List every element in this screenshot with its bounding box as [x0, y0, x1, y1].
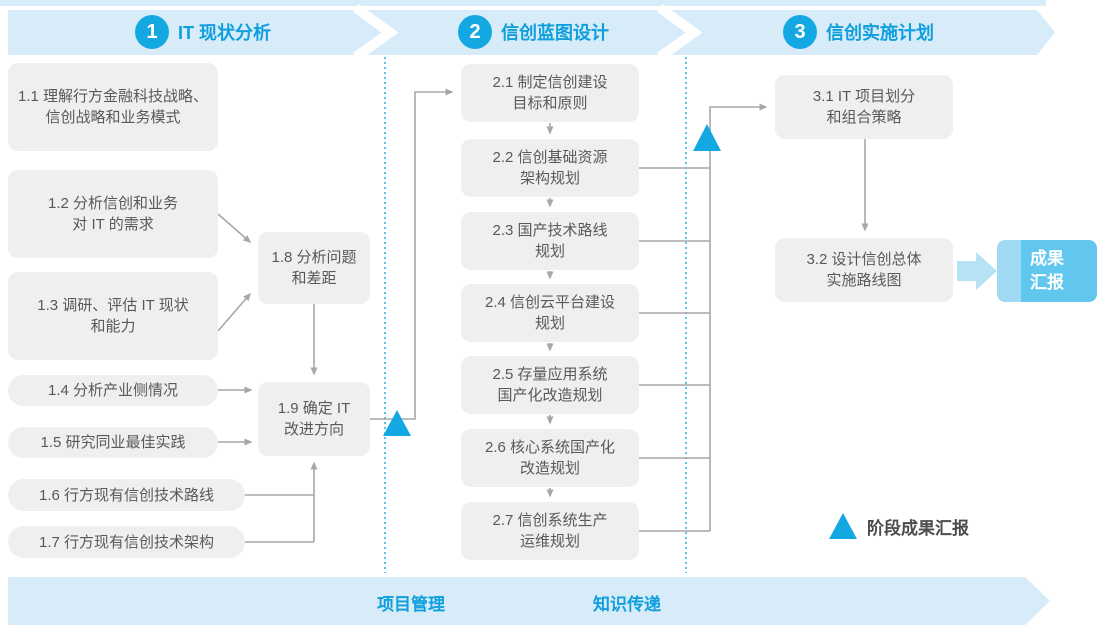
- step-text: 1.4 分析产业侧情况: [47, 382, 179, 399]
- step-box-2-1: 2.1 制定信创建设 目标和原则: [461, 64, 639, 122]
- step-box-1-6: 1.6 行方现有信创技术路线: [8, 479, 245, 511]
- step-text: 3.2 设计信创总体: [806, 251, 922, 268]
- phase-band: [8, 10, 1055, 55]
- step-box-3-2: 3.2 设计信创总体 实施路线图: [775, 238, 953, 302]
- step-box-1-5: 1.5 研究同业最佳实践: [8, 427, 218, 458]
- phase-number-badge-2: 2: [458, 15, 492, 49]
- phase-header-1: 1 IT 现状分析: [135, 15, 271, 49]
- footer-band: 项目管理 知识传递: [8, 577, 1050, 625]
- band-chevron-1: [353, 3, 399, 62]
- phase-header-3: 3 信创实施计划: [783, 15, 934, 49]
- step-text: 改进方向: [283, 421, 344, 438]
- step-box-1-9: 1.9 确定 IT 改进方向: [258, 382, 370, 456]
- step-box-1-8: 1.8 分析问题 和差距: [258, 232, 370, 304]
- step-text: 规划: [534, 243, 565, 260]
- phase-title-1: IT 现状分析: [178, 23, 271, 43]
- step-text: 实施路线图: [826, 272, 902, 289]
- legend-triangle-icon: [829, 513, 857, 539]
- step-text: 2.6 核心系统国产化: [484, 439, 616, 456]
- step-text: 3.1 IT 项目划分: [812, 88, 916, 105]
- step-box-1-2: 1.2 分析信创和业务 对 IT 的需求: [8, 170, 218, 258]
- footer-label-knowledge-transfer: 知识传递: [593, 595, 661, 614]
- result-text: 汇报: [1030, 273, 1064, 292]
- milestone-triangle-phase3: [693, 124, 721, 151]
- band-chevron-2: [657, 3, 703, 62]
- step-box-2-3: 2.3 国产技术路线 规划: [461, 212, 639, 270]
- result-text: 成果: [1030, 249, 1064, 269]
- phase-header-2: 2 信创蓝图设计: [458, 15, 609, 49]
- arrow-1-3-to-1-8: [217, 292, 251, 332]
- step-text: 对 IT 的需求: [72, 216, 154, 233]
- step-text: 目标和原则: [512, 95, 588, 112]
- fat-arrow-3-2-to-result: [957, 252, 997, 290]
- footer-label-project-management: 项目管理: [377, 595, 445, 614]
- phase-title-2: 信创蓝图设计: [501, 23, 609, 43]
- step-text: 2.2 信创基础资源: [492, 149, 608, 166]
- step-box-2-5: 2.5 存量应用系统 国产化改造规划: [461, 356, 639, 414]
- phase-number-badge-3: 3: [783, 15, 817, 49]
- step-text: 信创战略和业务模式: [45, 109, 181, 126]
- step-text: 改造规划: [519, 460, 580, 477]
- step-box-2-7: 2.7 信创系统生产 运维规划: [461, 502, 639, 560]
- step-text: 2.3 国产技术路线: [492, 222, 608, 239]
- step-text: 2.7 信创系统生产: [492, 512, 608, 529]
- step-text: 国产化改造规划: [497, 387, 603, 404]
- step-box-1-3: 1.3 调研、评估 IT 现状 和能力: [8, 272, 218, 360]
- step-text: 1.3 调研、评估 IT 现状: [37, 297, 189, 314]
- step-text: 1.7 行方现有信创技术架构: [38, 533, 215, 551]
- result-report-box: 成果 汇报: [997, 240, 1097, 302]
- arrow-1-9-to-2-1: [370, 88, 454, 420]
- top-edge-strip: [0, 0, 1046, 6]
- step-box-2-4: 2.4 信创云平台建设 规划: [461, 284, 639, 342]
- legend-label: 阶段成果汇报: [867, 518, 969, 538]
- step-box-3-1: 3.1 IT 项目划分 和组合策略: [775, 75, 953, 139]
- milestone-triangle-phase1: [383, 410, 411, 436]
- step-text: 1.8 分析问题: [271, 249, 357, 266]
- step-text: 规划: [534, 315, 565, 332]
- step-text: 2.4 信创云平台建设: [484, 294, 616, 311]
- step-text: 1.9 确定 IT: [277, 400, 351, 417]
- legend: 阶段成果汇报: [828, 512, 969, 540]
- step-text: 1.2 分析信创和业务: [47, 195, 179, 212]
- step-text: 1.1 理解行方金融科技战略、: [17, 88, 209, 105]
- arrow-1-2-to-1-8: [217, 213, 252, 243]
- step-box-1-1: 1.1 理解行方金融科技战略、 信创战略和业务模式: [8, 63, 218, 151]
- step-text: 运维规划: [519, 533, 580, 550]
- arrow-collector-to-3-1: [709, 103, 768, 531]
- phase-title-3: 信创实施计划: [826, 23, 934, 43]
- step-text: 2.1 制定信创建设: [492, 74, 608, 91]
- step-text: 1.5 研究同业最佳实践: [40, 434, 186, 451]
- step-box-2-6: 2.6 核心系统国产化 改造规划: [461, 429, 639, 487]
- step-text: 和差距: [291, 270, 337, 287]
- step-text: 1.6 行方现有信创技术路线: [38, 486, 215, 504]
- step-text: 架构规划: [519, 170, 580, 187]
- step-box-1-7: 1.7 行方现有信创技术架构: [8, 526, 245, 558]
- step-text: 2.5 存量应用系统: [492, 366, 608, 383]
- step-box-1-4: 1.4 分析产业侧情况: [8, 375, 218, 406]
- step-box-2-2: 2.2 信创基础资源 架构规划: [461, 139, 639, 197]
- phase-number-badge-1: 1: [135, 15, 169, 49]
- step-text: 和组合策略: [826, 109, 902, 126]
- step-text: 和能力: [90, 318, 136, 335]
